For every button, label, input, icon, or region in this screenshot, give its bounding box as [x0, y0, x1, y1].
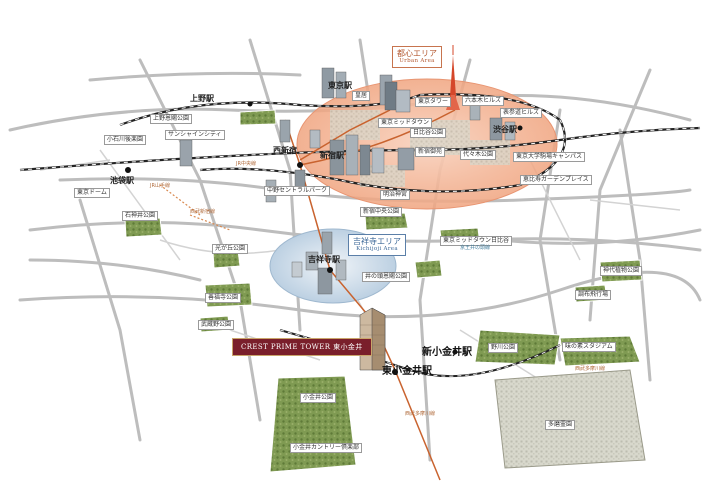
inokashira-park [414, 259, 443, 279]
tokyo-station-label: 東京駅 [328, 81, 352, 90]
landmark-ueno-park: 上野恩賜公園 [150, 114, 193, 124]
shibuya-station-label: 渋谷駅 [493, 125, 517, 134]
landmark-koganei-golf: 小金井カントリー倶楽部 [290, 443, 363, 453]
landmark-ajinomoto: 味の素スタジアム [562, 342, 616, 352]
kichijoji-area-jp: 吉祥寺エリア [353, 237, 401, 246]
landmark-shinjuku-gyoen: 新宿御苑 [415, 147, 446, 157]
landmark-omotesando: 表参道ヒルズ [500, 108, 543, 118]
line-tamagawa-right-label: 西武多摩川線 [575, 366, 606, 372]
tama-cemetery [494, 369, 646, 469]
landmark-hibiya: 日比谷公園 [410, 128, 447, 138]
landmark-roppongi: 六本木ヒルズ [462, 96, 505, 106]
landmark-ebisu: 恵比寿ガーデンプレイス [520, 175, 592, 185]
line-seibu-tamagawa-label: 西武多摩川線 [405, 411, 436, 417]
landmark-meiji-jingu: 明治神宮 [380, 190, 411, 200]
nishi-shinjuku-label: 西新宿 [273, 146, 297, 155]
landmark-imperial-palace: 皇居 [352, 91, 371, 101]
landmark-jindai: 神代植物公園 [600, 266, 643, 276]
shin-koganei-station-label: 新小金井駅 [422, 347, 472, 358]
landmark-chofu-airport: 調布飛行場 [575, 290, 612, 300]
urban-buildings [179, 67, 516, 203]
urban-area-jp: 都心エリア [397, 49, 437, 58]
landmark-yoyogi: 代々木公園 [460, 150, 497, 160]
landmark-nogawa: 野川公園 [488, 343, 519, 353]
line-seibu-label: 西武新宿線 [190, 209, 216, 215]
line-keio-label: 京王井の頭線 [460, 245, 491, 251]
landmark-nakano: 中野セントラルパーク [264, 186, 331, 196]
station-markers [125, 101, 523, 375]
landmark-midtown: 東京ミッドタウン [378, 118, 433, 128]
higashi-koganei-station-label: 東小金井駅 [382, 366, 432, 377]
urban-area-en: Urban Area [399, 58, 435, 65]
landmark-shakujii: 石神井公園 [122, 211, 159, 221]
landmark-sunshine: サンシャインシティ [165, 130, 225, 140]
kichijoji-area-label: 吉祥寺エリア Kichijoji Area [348, 234, 406, 256]
landmark-inokashira: 井の頭恩賜公園 [362, 272, 411, 282]
ueno-station-label: 上野駅 [190, 94, 214, 103]
line-chuo-label: JR中央線 [236, 161, 256, 167]
line-yamanote-label: JR山手線 [150, 183, 170, 189]
landmark-shinjuku-park: 新宿中央公園 [360, 207, 403, 217]
property-banner: CREST PRIME TOWER 東小金井 [232, 338, 372, 356]
kichijoji-area-en: Kichijoji Area [356, 246, 398, 253]
landmark-koganei-park: 小金井公園 [300, 393, 337, 403]
landmark-koishikawa: 小石川後楽園 [104, 135, 147, 145]
kichijoji-buildings [291, 231, 347, 295]
ikebukuro-station-label: 池袋駅 [110, 176, 134, 185]
landmark-tama-cemetery: 多磨霊園 [545, 420, 576, 430]
landmark-midtown-hibiya: 東京ミッドタウン日比谷 [440, 236, 513, 246]
shinjuku-station-label: 新宿駅 [320, 151, 344, 160]
landmark-tokyo-tower: 東京タワー [415, 97, 452, 107]
koganei-golf-park [269, 375, 357, 473]
landmark-hikarigaoka: 光が丘公園 [212, 244, 249, 254]
kichijoji-station-label: 吉祥寺駅 [308, 255, 340, 264]
landmark-musashino: 武蔵野公園 [198, 320, 235, 330]
urban-area-label: 都心エリア Urban Area [392, 46, 442, 68]
landmark-zenpukuji: 善福寺公園 [205, 293, 242, 303]
landmark-tokyo-dome: 東京ドーム [74, 188, 110, 198]
landmark-tokyo-univ: 東京大学駒場キャンパス [513, 152, 586, 162]
ueno-park [239, 109, 277, 126]
